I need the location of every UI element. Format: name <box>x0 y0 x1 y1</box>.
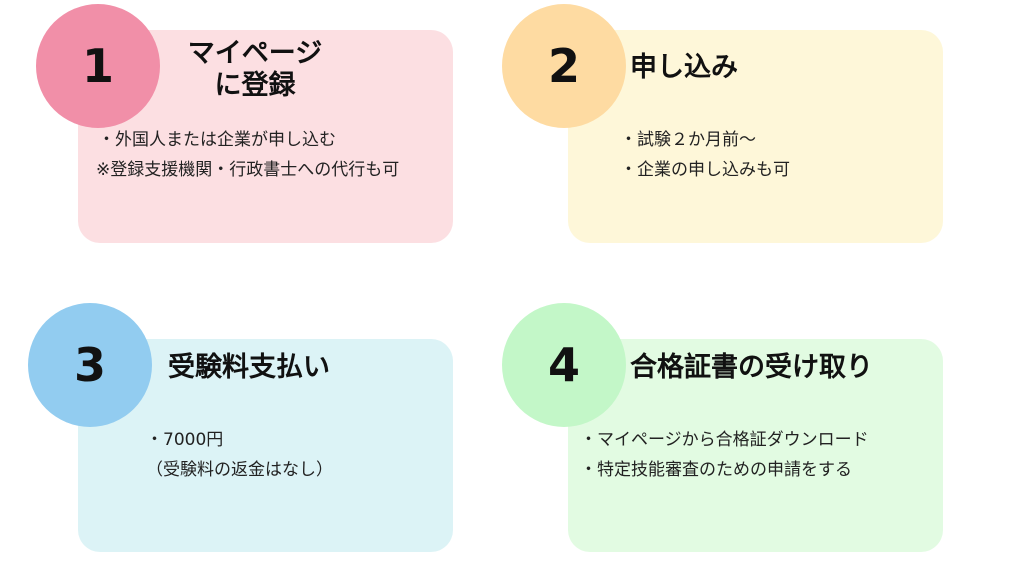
step-2-card <box>568 30 943 243</box>
step-2-title: 申し込み <box>630 52 738 84</box>
step-4-number: 4 <box>547 338 580 392</box>
step-3-number-circle: 3 <box>28 303 152 427</box>
step-2-body: ・試験２か月前〜 ・企業の申し込みも可 <box>620 125 790 185</box>
step-2-line-1: ・試験２か月前〜 <box>620 130 756 150</box>
step-2-title-line-1: 申し込み <box>630 52 738 83</box>
step-4-title-line-1: 合格証書の受け取り <box>630 352 873 383</box>
step-1-body: ・外国人または企業が申し込む ※登録支援機関・行政書士への代行も可 <box>96 125 400 185</box>
step-1-number: 1 <box>81 39 114 93</box>
step-3-line-2: （受験料の返金はなし） <box>146 460 333 480</box>
step-1-title: マイページ に登録 <box>170 38 340 102</box>
step-4-body: ・マイページから合格証ダウンロード ・特定技能審査のための申請をする <box>580 425 869 485</box>
step-4-number-circle: 4 <box>502 303 626 427</box>
step-1-line-2: ※登録支援機関・行政書士への代行も可 <box>96 160 400 180</box>
step-4-title: 合格証書の受け取り <box>630 352 873 384</box>
step-2-number-circle: 2 <box>502 4 626 128</box>
step-3-number: 3 <box>73 338 106 392</box>
step-1-line-1: ・外国人または企業が申し込む <box>98 130 336 150</box>
step-2-number: 2 <box>547 39 580 93</box>
step-3-body: ・7000円 （受験料の返金はなし） <box>146 425 333 485</box>
step-4-card <box>568 339 943 552</box>
step-3-title-line-1: 受験料支払い <box>168 352 330 383</box>
step-3-title: 受験料支払い <box>168 352 330 384</box>
step-4-line-1: ・マイページから合格証ダウンロード <box>580 430 869 450</box>
step-3-line-1: ・7000円 <box>146 430 224 450</box>
step-1-title-line-1: マイページ <box>187 38 323 69</box>
step-4-line-2: ・特定技能審査のための申請をする <box>580 460 852 480</box>
step-1-title-line-2: に登録 <box>214 70 296 101</box>
step-2-line-2: ・企業の申し込みも可 <box>620 160 790 180</box>
step-1-number-circle: 1 <box>36 4 160 128</box>
